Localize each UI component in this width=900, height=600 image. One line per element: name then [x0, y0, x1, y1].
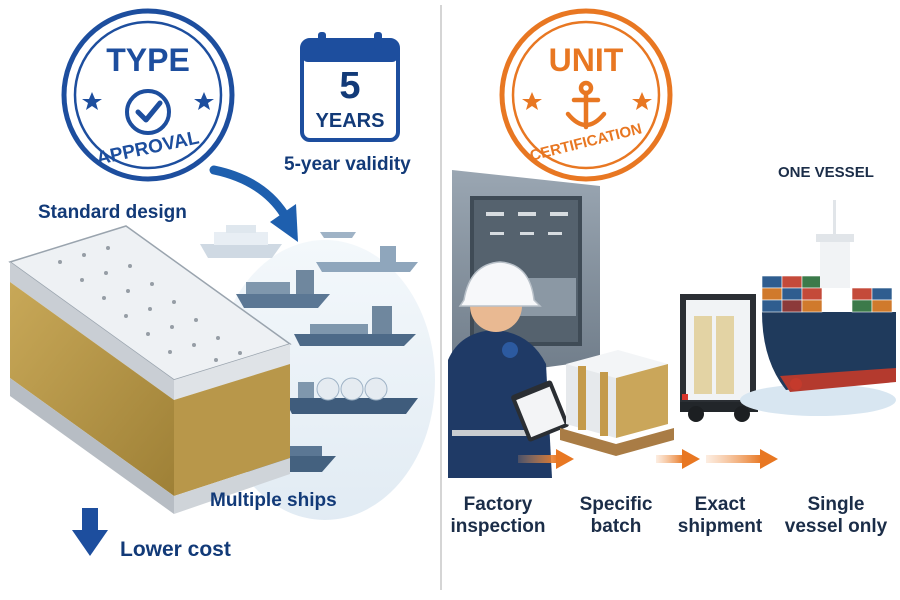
vessel-label: ONE VESSEL — [778, 164, 874, 181]
cost-label: Lower cost — [120, 538, 231, 561]
step-exact-shipment: Exact shipment — [670, 494, 770, 539]
calendar-number: 5 — [339, 65, 361, 107]
flow-arrow-icon — [656, 449, 700, 469]
step-single-vessel: Single vessel only — [776, 494, 896, 539]
step-line: Exact — [694, 494, 746, 515]
step-line: Single — [807, 494, 865, 515]
step-specific-batch: Specific batch — [566, 494, 666, 539]
truck-illustration — [680, 294, 758, 422]
calendar-label: YEARS — [315, 110, 385, 132]
type-stamp-title: TYPE — [106, 42, 190, 78]
step-line: Factory — [463, 494, 533, 515]
calendar-icon — [300, 32, 400, 142]
type-approval-stamp — [61, 8, 235, 182]
arrow-down-icon — [72, 508, 108, 556]
curved-arrow-icon — [209, 165, 289, 219]
design-label: Standard design — [38, 202, 187, 223]
step-line: batch — [590, 516, 642, 538]
container-vessel-illustration — [740, 200, 896, 416]
step-line: vessel only — [784, 516, 888, 538]
step-line: shipment — [677, 516, 763, 538]
unit-stamp-title: UNIT — [548, 42, 624, 78]
flow-arrow-icon — [518, 449, 574, 469]
check-icon — [135, 100, 163, 123]
step-line: inspection — [450, 516, 546, 538]
anchor-icon — [565, 80, 607, 130]
step-line: Specific — [579, 494, 653, 515]
validity-label: 5-year validity — [284, 154, 411, 175]
insulation-panel-illustration — [8, 225, 292, 514]
step-factory-inspection: Factory inspection — [440, 494, 556, 539]
pallet-batch-illustration — [560, 350, 674, 456]
ships-label: Multiple ships — [210, 490, 337, 511]
flow-arrow-icon — [706, 449, 778, 469]
inspector-illustration — [448, 261, 569, 478]
